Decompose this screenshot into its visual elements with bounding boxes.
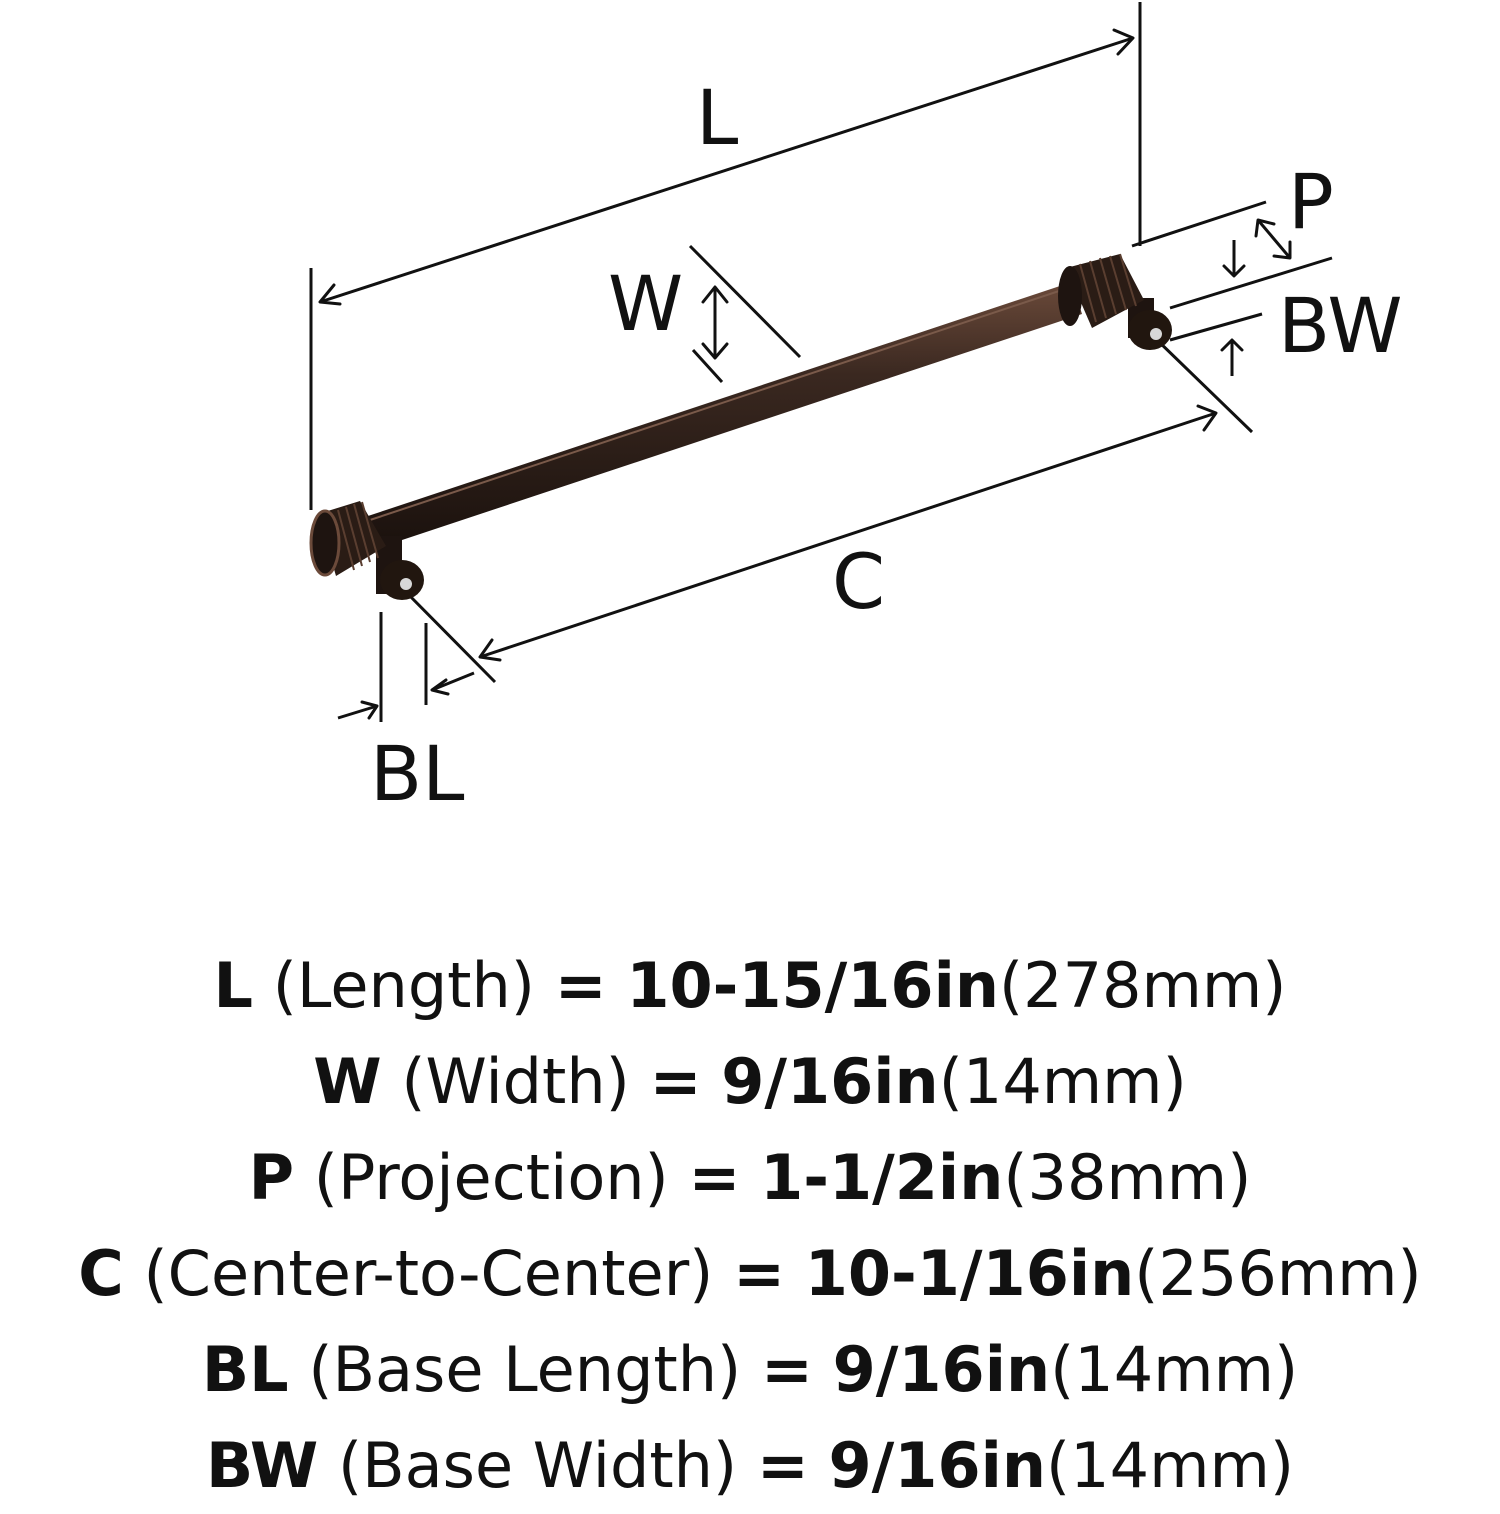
label-L: L [696,73,738,162]
label-BL: BL [370,729,464,818]
spec-equals: = [733,1237,786,1310]
label-W: W [608,259,683,348]
spec-equals: = [554,949,607,1022]
spec-symbol: BW [205,1429,319,1502]
spec-imperial: 10-15/16in [626,949,999,1022]
spec-metric: (278mm) [998,949,1287,1022]
spec-equals: = [688,1141,741,1214]
spec-equals: = [649,1045,702,1118]
spec-length: L (Length) = 10-15/16in(278mm) [0,938,1500,1034]
spec-metric: (38mm) [1003,1141,1252,1214]
spec-metric: (256mm) [1134,1237,1422,1310]
spec-center-to-center: C (Center-to-Center) = 10-1/16in(256mm) [0,1226,1500,1322]
spec-description: (Base Width) [337,1429,738,1502]
spec-imperial: 9/16in [832,1333,1051,1406]
label-P: P [1288,157,1334,246]
right-post [1128,298,1172,350]
spec-imperial: 1-1/2in [760,1141,1004,1214]
spec-description: (Projection) [313,1141,669,1214]
spec-equals: = [756,1429,809,1502]
spec-base-length: BL (Base Length) = 9/16in(14mm) [0,1322,1500,1418]
spec-symbol: L [213,949,254,1022]
spec-equals: = [760,1333,813,1406]
spec-symbol: P [248,1141,295,1214]
center-to-center-dimension [400,336,1254,684]
width-dimension [688,244,802,384]
spec-width: W (Width) = 9/16in(14mm) [0,1034,1500,1130]
base-length-dimension [337,612,475,722]
left-post [376,536,424,600]
projection-dimension [1131,200,1333,310]
spec-description: (Width) [401,1045,630,1118]
length-dimension [309,2,1142,510]
base-width-dimension [1169,312,1263,376]
spec-imperial: 10-1/16in [804,1237,1135,1310]
specifications-list: L (Length) = 10-15/16in(278mm) W (Width)… [0,938,1500,1514]
spec-description: (Length) [272,949,535,1022]
spec-metric: (14mm) [938,1045,1187,1118]
spec-symbol: C [78,1237,124,1310]
spec-symbol: W [313,1045,382,1118]
spec-imperial: 9/16in [721,1045,939,1118]
dimension-diagram: L W P BW C BL [309,2,1403,818]
spec-description: (Base Length) [308,1333,742,1406]
label-C: C [832,537,885,626]
spec-metric: (14mm) [1050,1333,1299,1406]
left-end-cap [309,501,386,577]
spec-projection: P (Projection) = 1-1/2in(38mm) [0,1130,1500,1226]
right-end-cap [1058,253,1144,328]
spec-description: (Center-to-Center) [143,1237,714,1310]
spec-imperial: 9/16in [828,1429,1046,1502]
bar-pull-handle [309,253,1172,600]
label-BW: BW [1278,281,1403,370]
spec-symbol: BL [201,1333,289,1406]
spec-metric: (14mm) [1045,1429,1295,1502]
spec-base-width: BW (Base Width) = 9/16in(14mm) [0,1418,1500,1514]
